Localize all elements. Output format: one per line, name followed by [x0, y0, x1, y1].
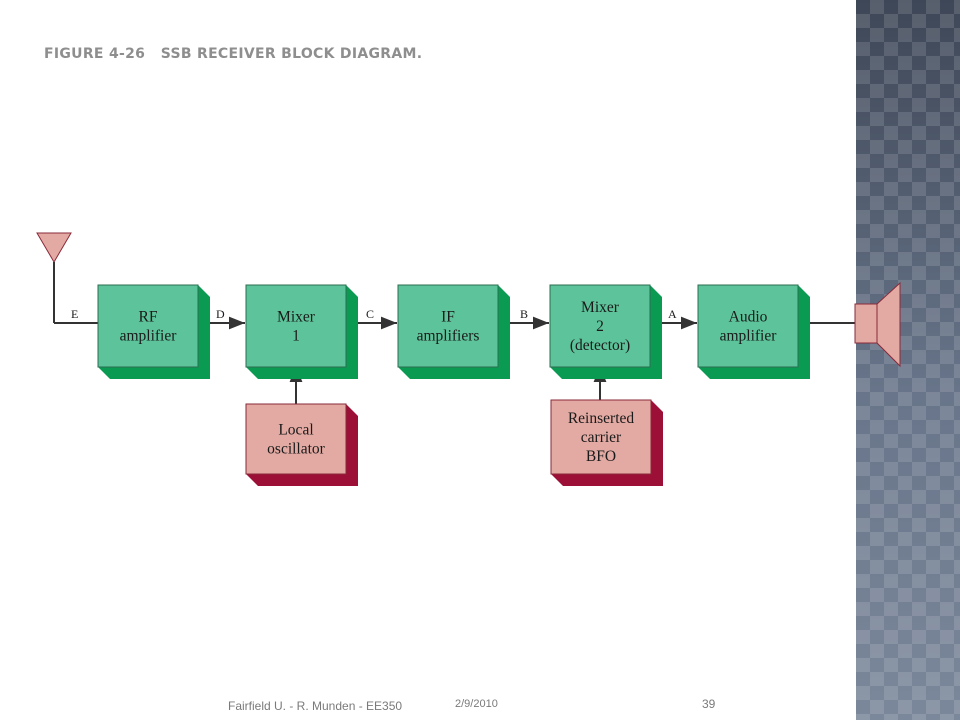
signal-paths — [54, 316, 855, 404]
block-mixer-1: Mixer 1 — [245, 284, 358, 379]
block-local-oscillator: Local oscillator — [245, 403, 358, 486]
block-mixer-2-detector: Mixer 2 (detector) — [549, 284, 662, 379]
block-depth — [698, 285, 810, 379]
blocks-layer: RF amplifier Mixer 1 IF amplifiers Mixer 2 (dete… — [97, 284, 810, 486]
block-label: Mixer — [581, 299, 620, 316]
block-label: BFO — [586, 448, 616, 465]
block-depth — [398, 285, 510, 379]
signal-label-e: E — [71, 307, 78, 321]
block-label: amplifier — [120, 328, 178, 345]
antenna-icon — [36, 232, 72, 323]
footer-course: Fairfield U. - R. Munden - EE350 — [228, 699, 403, 713]
signal-label-c: C — [366, 307, 374, 321]
speaker-icon — [854, 281, 901, 368]
block-depth — [246, 285, 358, 379]
block-face — [397, 284, 499, 368]
footer-date: 2/9/2010 — [455, 698, 498, 710]
block-depth — [98, 285, 210, 379]
block-label: IF — [441, 309, 455, 326]
block-depth — [246, 404, 358, 486]
block-label: amplifier — [720, 328, 778, 345]
signal-label-a: A — [668, 307, 677, 321]
signal-labels: E D C B A — [71, 307, 677, 321]
block-label: 1 — [292, 328, 300, 345]
block-label: carrier — [581, 429, 622, 446]
block-face — [549, 284, 651, 368]
block-label: (detector) — [570, 337, 630, 354]
block-if-amplifiers: IF amplifiers — [397, 284, 510, 379]
block-depth — [550, 285, 662, 379]
block-label: Local — [278, 422, 313, 439]
decorative-side-panel — [856, 0, 960, 720]
block-face — [550, 399, 652, 475]
slide-title: FIGURE 4-26 SSB RECEIVER BLOCK DIAGRAM. — [44, 46, 423, 62]
signal-label-d: D — [216, 307, 225, 321]
block-label: amplifiers — [417, 328, 480, 345]
block-label: 2 — [596, 318, 604, 335]
block-label: Audio — [729, 309, 768, 326]
block-rf-amplifier: RF amplifier — [97, 284, 210, 379]
block-depth — [551, 400, 663, 486]
footer-page-number: 39 — [702, 697, 716, 711]
block-audio-amplifier: Audio amplifier — [697, 284, 810, 379]
block-face — [697, 284, 799, 368]
block-label: Reinserted — [568, 410, 635, 427]
block-label: Mixer — [277, 309, 316, 326]
block-face — [245, 403, 347, 475]
block-label: RF — [139, 309, 158, 326]
signal-label-b: B — [520, 307, 528, 321]
block-face — [97, 284, 199, 368]
block-label: oscillator — [267, 441, 326, 458]
block-face — [245, 284, 347, 368]
